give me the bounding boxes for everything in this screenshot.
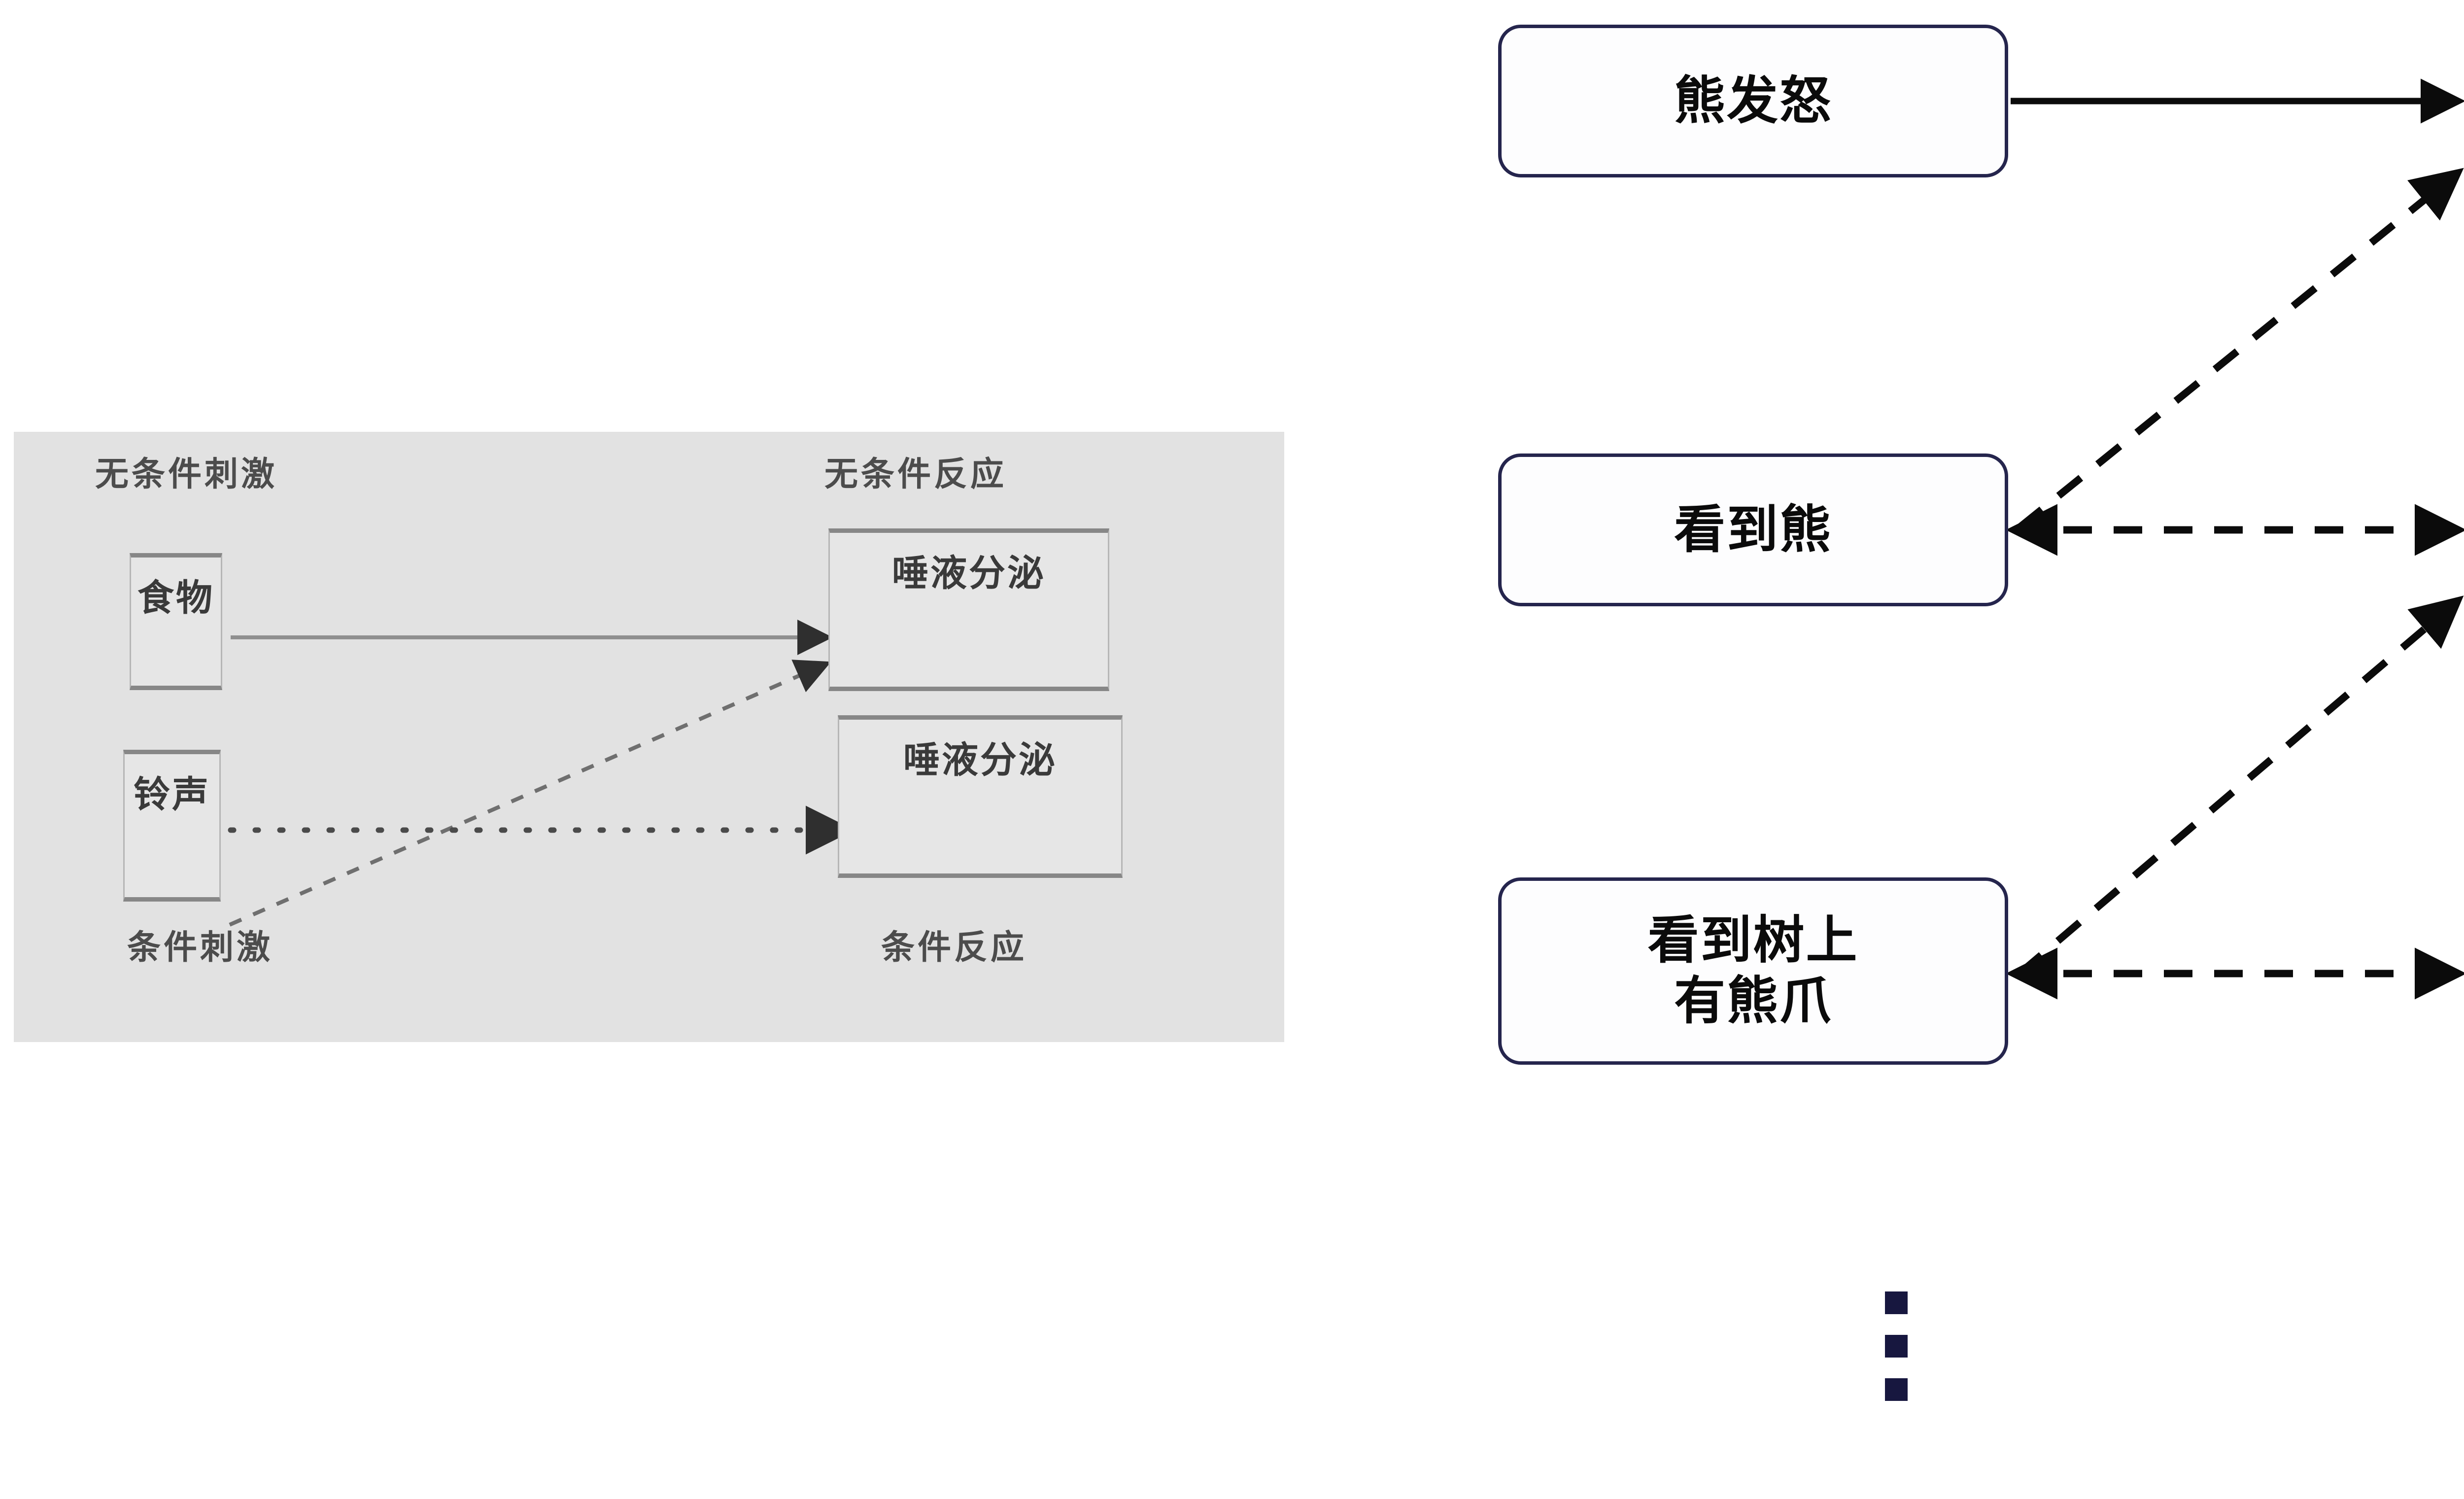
pavlov-conditioning-panel: 无条件刺激 无条件反应 条件刺激 条件反应 食物 唾液分泌 铃声 唾液分泌 (14, 432, 1284, 1042)
rl-arrow-see-bear-to-reward (2017, 168, 2464, 530)
rl-box-see-bear: 看到熊 (1498, 453, 2008, 606)
ellipsis-dot (1885, 1291, 1908, 1314)
pavlov-arrows-layer (228, 620, 855, 927)
pavlov-arrow-bell-to-saliva-top (229, 660, 831, 927)
rl-box-see-bear-label: 看到熊 (1674, 501, 1832, 558)
pavlov-box-bell: 铃声 (123, 750, 221, 902)
pavlov-box-salivation-unconditioned: 唾液分泌 (828, 528, 1109, 691)
label-unconditioned-response: 无条件反应 (824, 455, 1007, 493)
ellipsis-dot (1885, 1335, 1908, 1358)
label-conditioned-stimulus: 条件刺激 (127, 929, 274, 966)
rl-box-see-bear-claw-on-tree-label: 看到树上 有熊爪 (1647, 912, 1859, 1030)
pavlov-box-salivation-conditioned: 唾液分泌 (838, 715, 1123, 878)
rl-box-bear-angry: 熊发怒 (1498, 25, 2008, 177)
ellipsis-left-column (1885, 1291, 1908, 1401)
ellipsis-dot (1885, 1378, 1908, 1401)
pavlov-box-food: 食物 (130, 553, 222, 690)
rl-arrow-claw-to-vsprime (2017, 595, 2464, 976)
pavlov-box-salivation-conditioned-label: 唾液分泌 (903, 739, 1057, 780)
pavlov-box-salivation-unconditioned-label: 唾液分泌 (892, 553, 1046, 593)
rl-box-see-bear-claw-on-tree: 看到树上 有熊爪 (1498, 877, 2008, 1065)
rl-box-bear-angry-label: 熊发怒 (1674, 72, 1832, 130)
pavlov-box-bell-label: 铃声 (134, 774, 210, 815)
rl-arrows-layer (2006, 78, 2464, 1000)
rl-value-diagram-panel: 熊发怒 看到熊 看到树上 有熊爪 奖励 V(s′) V(s) (1469, 0, 2464, 1499)
label-conditioned-response: 条件反应 (881, 929, 1027, 966)
pavlov-box-food-label: 食物 (137, 577, 214, 618)
label-unconditioned-stimulus: 无条件刺激 (95, 455, 278, 493)
